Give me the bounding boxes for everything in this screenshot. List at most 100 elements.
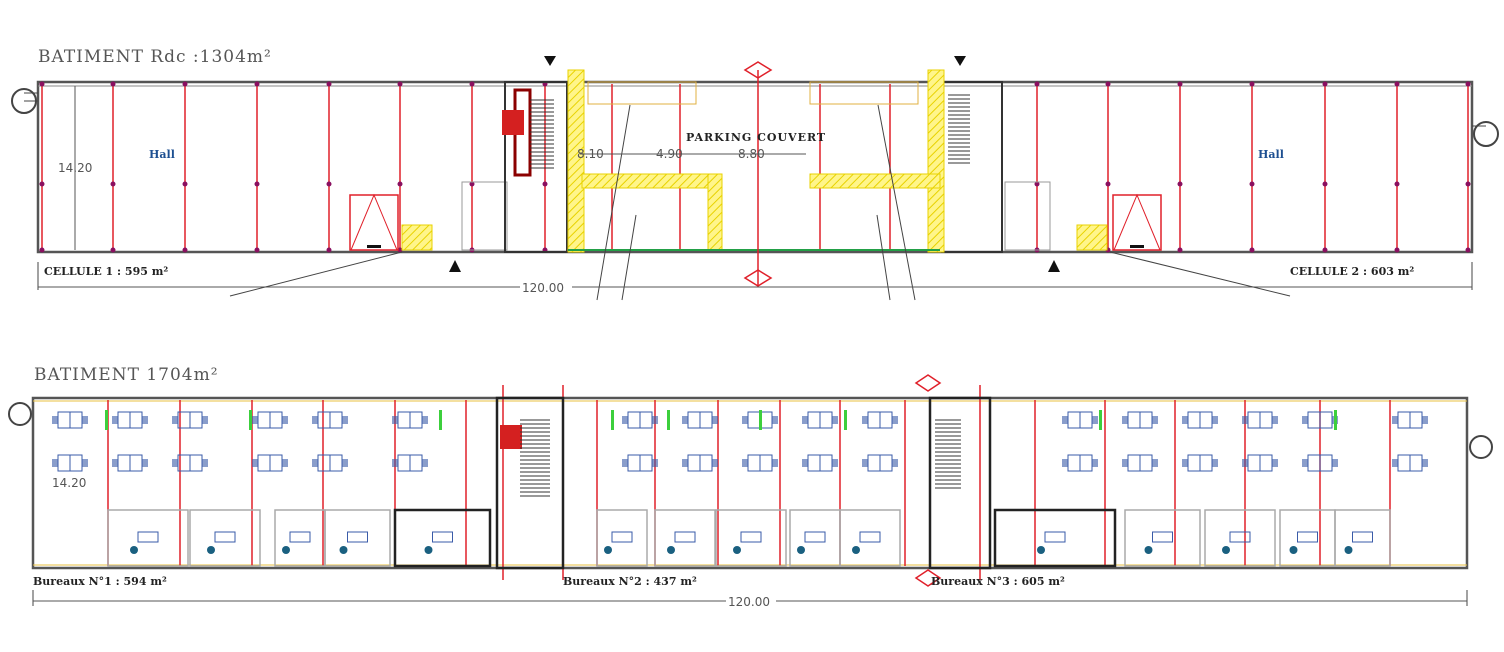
room-wall <box>994 509 1116 567</box>
chair <box>82 416 88 424</box>
column-node <box>1034 81 1040 87</box>
chair <box>802 459 808 467</box>
column-node <box>469 81 475 87</box>
room <box>107 509 189 567</box>
column-node <box>1394 247 1400 253</box>
chair <box>1272 459 1278 467</box>
room-chair <box>424 546 433 554</box>
room-desk <box>1044 531 1066 543</box>
hall-label-left: Hall <box>149 148 175 161</box>
spiral-stair-icon <box>8 402 32 426</box>
chair <box>1392 459 1398 467</box>
desk-cluster <box>172 454 208 472</box>
chair <box>862 416 868 424</box>
spiral-stair-icon <box>1469 435 1493 459</box>
axis-marker-icon <box>914 569 942 587</box>
chair <box>342 416 348 424</box>
column-node <box>1249 247 1255 253</box>
stair-core-2 <box>928 396 992 570</box>
column-node <box>1322 81 1328 87</box>
desk-cluster <box>392 454 428 472</box>
leader-line <box>229 251 403 297</box>
office-floor-plan: BATIMENT 1704m² 14.20 Bureaux N°1 : 594 … <box>8 365 1493 609</box>
chair <box>1332 459 1338 467</box>
desk-cluster <box>802 411 838 429</box>
chair <box>1152 459 1158 467</box>
room <box>1204 509 1276 567</box>
desk-cluster <box>1242 411 1278 429</box>
axis-marker-icon <box>914 374 942 392</box>
office-3-area: Bureaux N°3 : 605 m² <box>931 575 1065 588</box>
column-node <box>1249 181 1255 187</box>
column-node <box>182 181 188 187</box>
chair <box>312 459 318 467</box>
entrance-arrow-icon <box>1048 260 1060 272</box>
chair <box>1242 416 1248 424</box>
column-node <box>182 81 188 87</box>
desk-cluster <box>1302 411 1338 429</box>
room-desk <box>1352 531 1373 543</box>
partition <box>249 410 252 430</box>
partition <box>105 410 108 430</box>
parking-label: PARKING COUVERT <box>686 131 826 144</box>
chair <box>652 459 658 467</box>
chair <box>862 459 868 467</box>
column-node <box>1249 81 1255 87</box>
desk-cluster <box>1392 454 1428 472</box>
column-node <box>182 247 188 253</box>
column-node <box>39 247 45 253</box>
chair <box>1182 416 1188 424</box>
column-node <box>110 247 116 253</box>
chair <box>622 416 628 424</box>
room-wall <box>189 509 261 567</box>
entrance-arrow-icon <box>954 56 966 66</box>
chair <box>392 416 398 424</box>
office-room <box>461 181 508 251</box>
room-chair <box>339 546 348 554</box>
desk-cluster <box>1302 454 1338 472</box>
room-desk <box>1152 531 1173 543</box>
room-chair <box>207 546 215 554</box>
room-desk <box>432 531 453 543</box>
room-desk <box>859 531 881 543</box>
chair <box>1272 416 1278 424</box>
stair-core-right <box>941 81 1003 253</box>
ground-floor-plan: BATIMENT Rdc :1304m² 14.20 Hall Hall <box>11 47 1499 301</box>
room-wall <box>1334 509 1391 567</box>
room-desk <box>611 531 633 543</box>
room-wall <box>839 509 901 567</box>
chair <box>1422 416 1428 424</box>
chair <box>1092 416 1098 424</box>
chair <box>712 459 718 467</box>
office-1-area: Bureaux N°1 : 594 m² <box>33 575 167 588</box>
desk-cluster <box>682 454 718 472</box>
column-node <box>469 181 475 187</box>
cell-1-area: CELLULE 1 : 595 m² <box>44 265 168 278</box>
parking-dimension: 8.10 <box>577 147 604 161</box>
chair <box>1092 459 1098 467</box>
room <box>1124 509 1201 567</box>
room <box>189 509 261 567</box>
room-wall <box>789 509 841 567</box>
storage-hatch <box>1076 224 1108 251</box>
desk-cluster <box>862 411 898 429</box>
chair <box>712 416 718 424</box>
spiral-stair-icon <box>11 88 38 114</box>
room <box>839 509 901 567</box>
room-wall <box>1279 509 1336 567</box>
column-node <box>1322 181 1328 187</box>
desk-cluster <box>682 411 718 429</box>
desk-cluster <box>802 454 838 472</box>
desk-cluster <box>112 411 148 429</box>
column-node <box>254 81 260 87</box>
hall-label-right: Hall <box>1258 148 1284 161</box>
chair <box>682 459 688 467</box>
room-wall <box>596 509 648 567</box>
desk-cluster <box>1392 411 1428 429</box>
chair <box>1212 459 1218 467</box>
column-node <box>326 81 332 87</box>
column-node <box>1177 181 1183 187</box>
office-2-area: Bureaux N°2 : 437 m² <box>563 575 697 588</box>
chair <box>1302 416 1308 424</box>
chair <box>422 459 428 467</box>
